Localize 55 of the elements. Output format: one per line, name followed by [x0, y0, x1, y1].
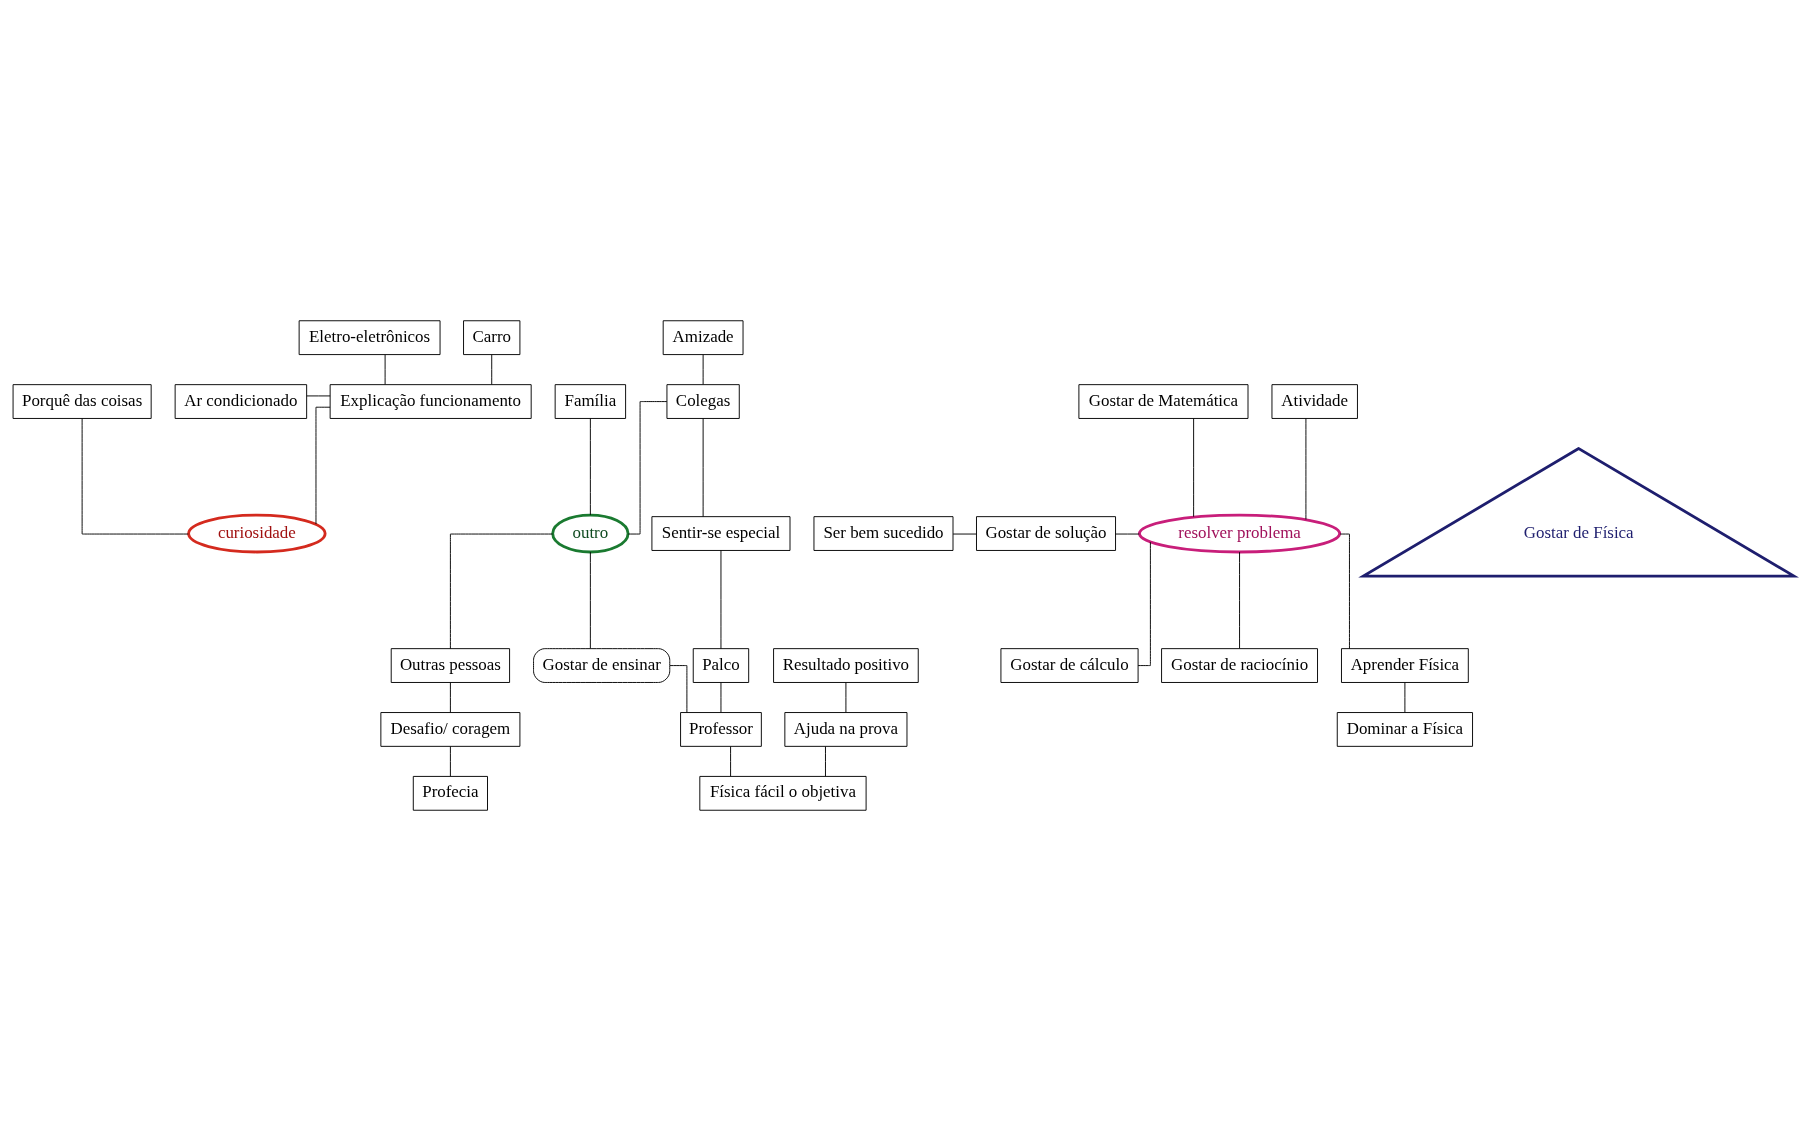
- node-box: Atividade: [1271, 384, 1358, 419]
- connector: [720, 550, 722, 650]
- node-ellipse: resolver problema: [1138, 513, 1342, 554]
- node-box: Gostar de Matemática: [1078, 384, 1249, 419]
- node-box: Palco: [692, 648, 750, 683]
- node-box: Ser bem sucedido: [813, 516, 954, 551]
- connector: [1137, 541, 1151, 667]
- connector: [1193, 418, 1195, 518]
- connector: [1305, 418, 1307, 520]
- connector: [81, 418, 189, 535]
- node-box: Amizade: [662, 320, 744, 356]
- connector: [306, 395, 331, 397]
- node-ellipse: outro: [551, 513, 630, 554]
- node-box: Eletro-eletrônicos: [298, 320, 441, 356]
- connector: [720, 682, 722, 713]
- connector: [1239, 551, 1240, 649]
- node-ellipse: curiosidade: [187, 513, 327, 554]
- node-box: Gostar de cálculo: [1000, 648, 1139, 683]
- connector: [491, 354, 493, 385]
- node-box: Família: [554, 384, 627, 419]
- node-box: Dominar a Física: [1336, 712, 1473, 747]
- connector: [702, 354, 704, 385]
- node-box: Outras pessoas: [390, 648, 511, 683]
- node-box: Gostar de raciocínio: [1161, 648, 1318, 683]
- connector: [589, 418, 591, 516]
- node-box: Ajuda na prova: [784, 712, 908, 747]
- node-box: Carro: [463, 320, 521, 356]
- node-box: Professor: [680, 712, 762, 747]
- node-box: Colegas: [666, 384, 740, 419]
- node-box: Gostar de solução: [976, 516, 1116, 551]
- connector: [315, 406, 331, 525]
- node-box: Resultado positivo: [773, 648, 919, 683]
- node-box: Aprender Física: [1341, 648, 1469, 683]
- connector: [449, 682, 451, 713]
- node-box: Física fácil o objetiva: [699, 775, 867, 811]
- node-box: Gostar de ensinar: [533, 648, 671, 683]
- node-box: Desafio/ coragem: [380, 712, 521, 747]
- connector: [952, 533, 977, 535]
- connector: [845, 682, 847, 713]
- connector: [589, 551, 591, 649]
- node-box: Porquê das coisas: [12, 384, 152, 419]
- connector: [1115, 533, 1140, 535]
- node-box: Sentir-se especial: [651, 516, 791, 551]
- connector: [730, 746, 732, 777]
- connector: [449, 533, 553, 650]
- connector: [449, 746, 451, 777]
- node-box: Profecia: [412, 775, 488, 811]
- node-box: Explicação funcionamento: [329, 384, 532, 419]
- node-box: Ar condicionado: [174, 384, 308, 419]
- connector: [825, 746, 826, 777]
- connector: [702, 418, 704, 518]
- connector: [384, 354, 386, 385]
- connector: [1404, 682, 1406, 713]
- connector: [627, 401, 668, 535]
- connector: [1339, 533, 1350, 650]
